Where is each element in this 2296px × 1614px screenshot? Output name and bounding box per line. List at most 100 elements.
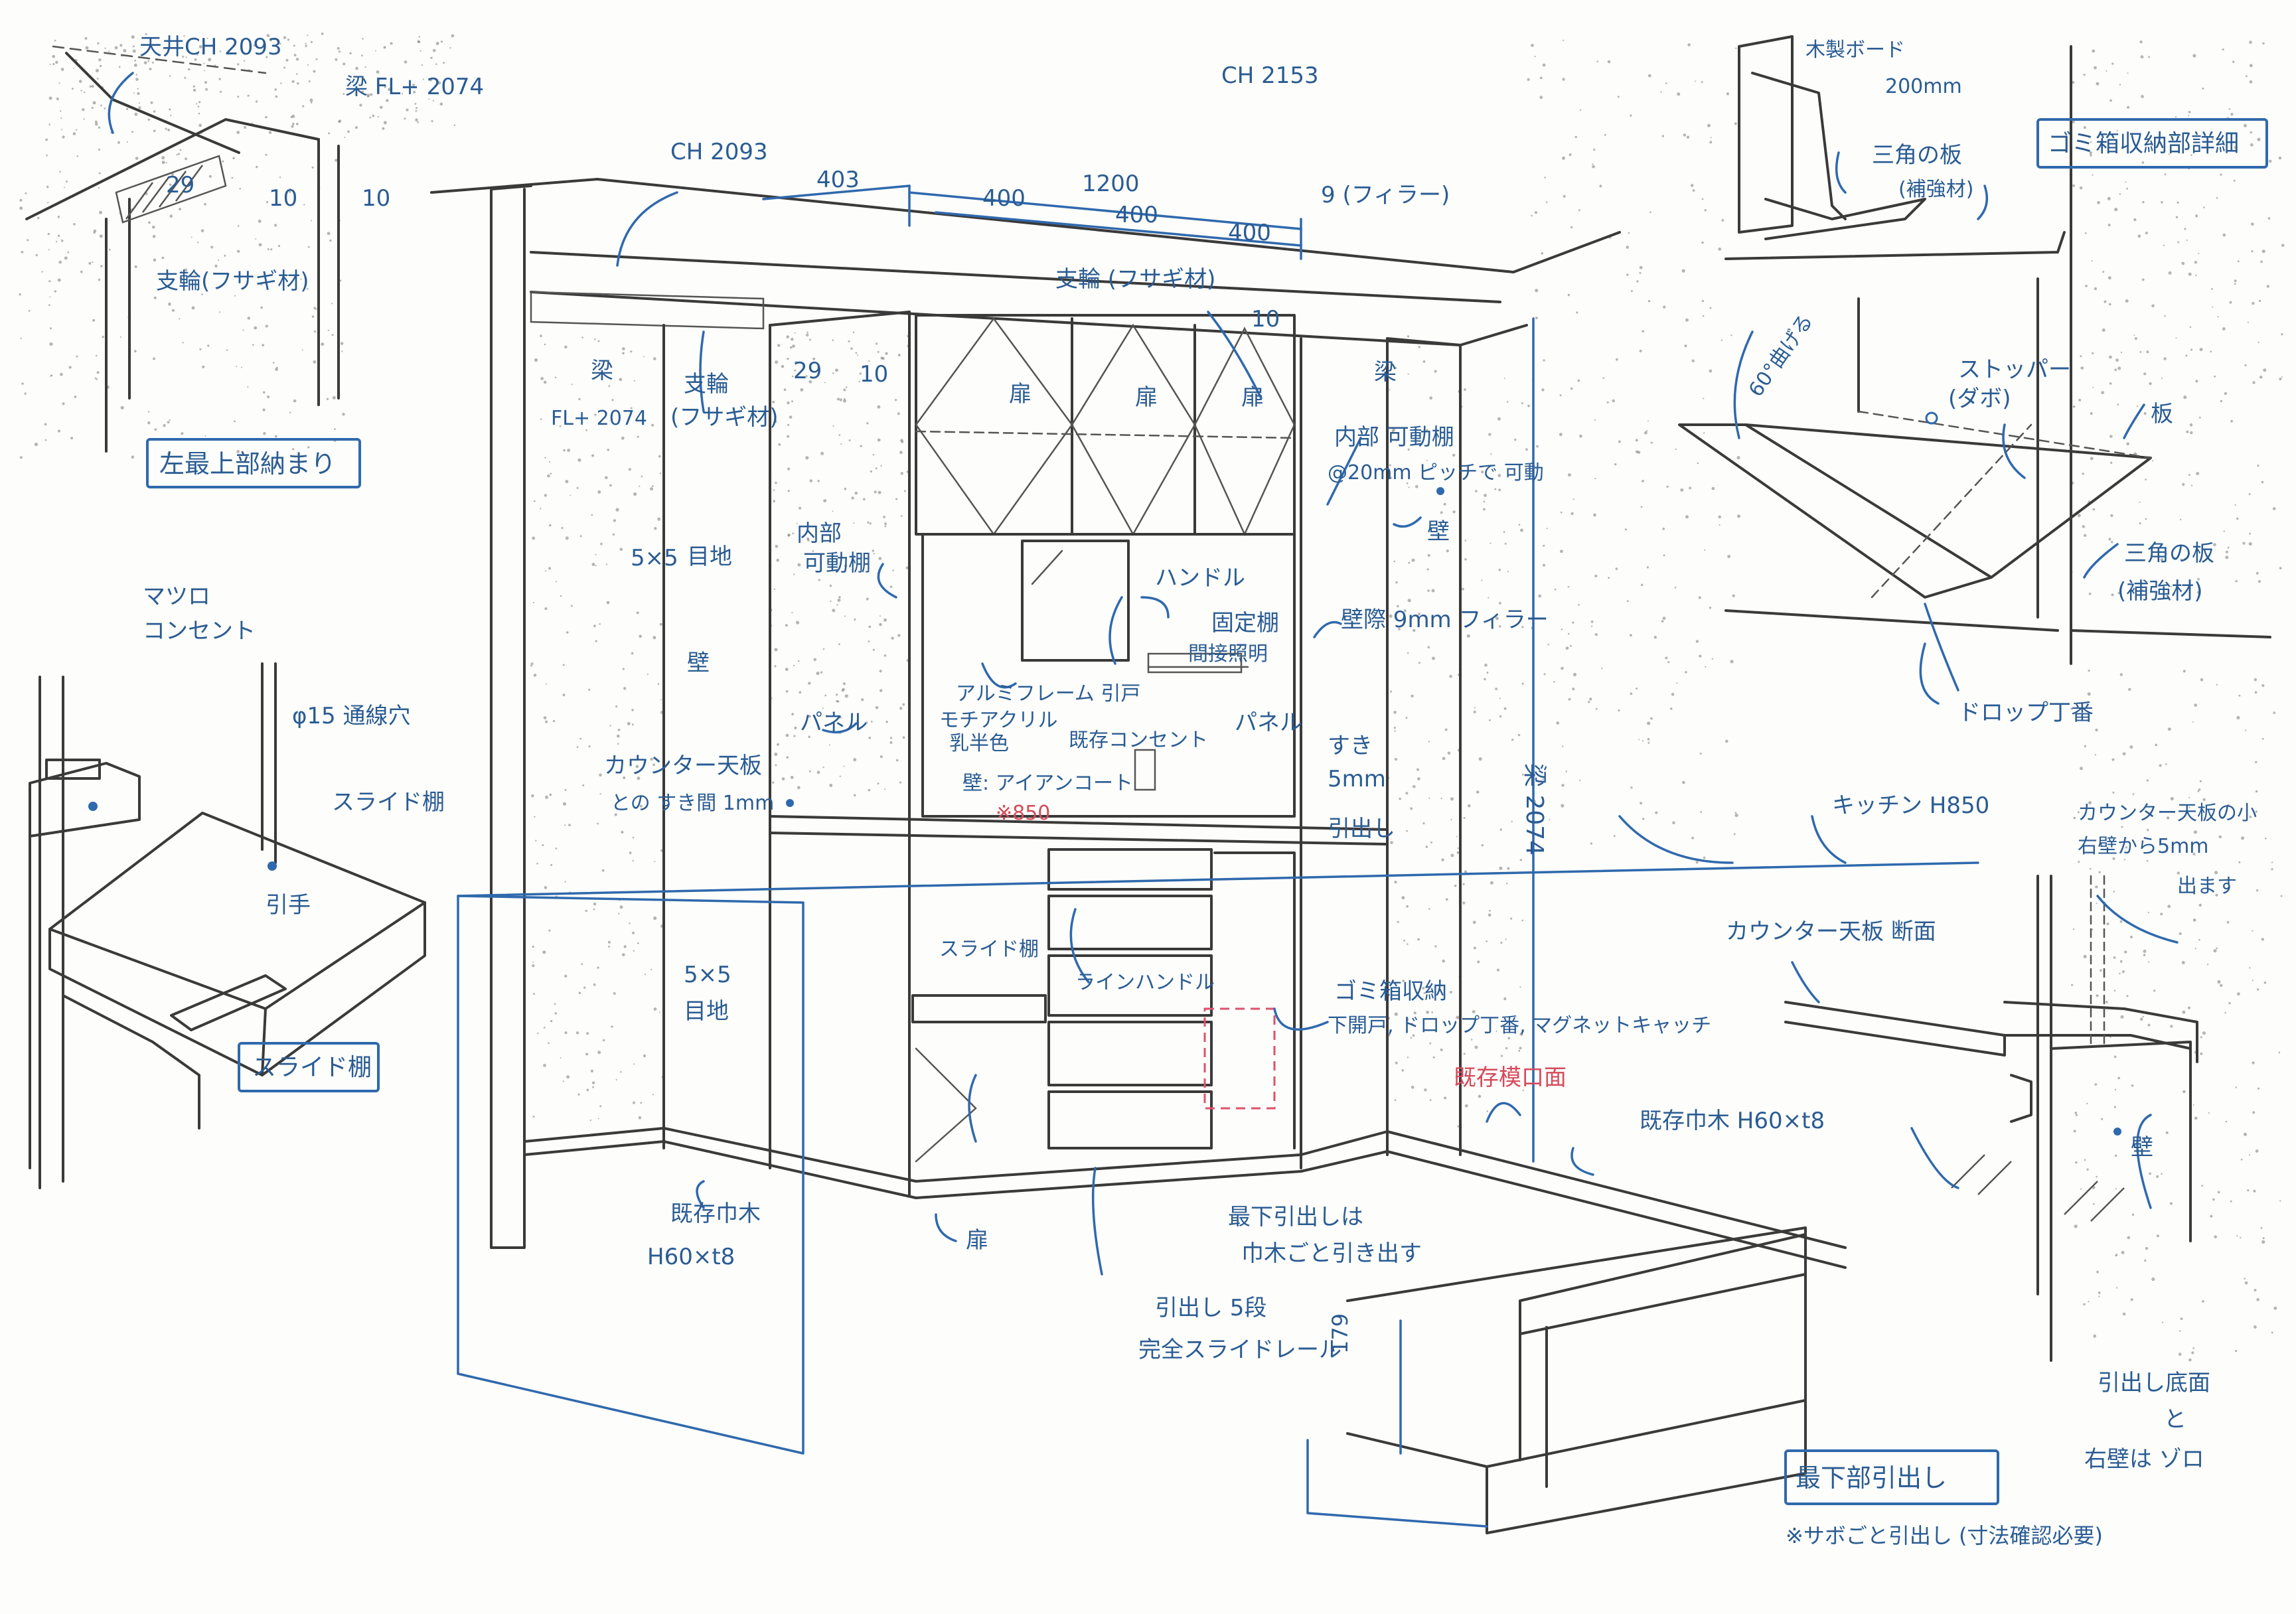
label-support-top: 支輪 (フサギ材) xyxy=(1055,266,1215,293)
caption-box-trash xyxy=(2036,118,2268,169)
label-drawer: 引出し xyxy=(1328,816,1395,842)
label-pull: 引手 xyxy=(266,892,311,918)
label-wall-detail: 壁 xyxy=(2131,1134,2153,1161)
label-beam-top-left: 梁 FL+ 2074 xyxy=(345,74,484,100)
label-wood-200-b: 200mm xyxy=(1885,75,1962,98)
label-5x5-low-1: 5×5 xyxy=(684,962,731,988)
label-dim-400-c: 400 xyxy=(1228,220,1271,246)
label-beam-right: 梁 xyxy=(1374,359,1397,386)
counter-section-detail xyxy=(1784,875,2198,1362)
label-wall-iron: 壁: アイアンコート xyxy=(962,772,1133,795)
label-red-850: ※850 xyxy=(996,802,1050,825)
label-movable-shelf-2: @20mm ピッチで 可動 xyxy=(1328,461,1544,484)
label-counter-gap-1: カウンター天板 xyxy=(604,753,762,779)
label-side-bottom-1: 引出し底面 xyxy=(2098,1370,2210,1396)
caption-slide: スライド棚 xyxy=(252,1054,372,1081)
label-ceiling-top-left: 天井CH 2093 xyxy=(139,34,282,60)
label-wall-right: 壁 xyxy=(1427,518,1450,545)
trash-detail xyxy=(1678,35,2271,665)
label-5x5-low-2: 目地 xyxy=(684,998,729,1025)
main-elevation xyxy=(430,178,1979,1455)
caption-trash-detail: ゴミ箱収納部詳細 xyxy=(2048,130,2239,157)
label-dim-10-c: 10 xyxy=(1251,306,1280,332)
label-triangle-top-2: (補強材) xyxy=(1898,178,1973,201)
label-bottom-drawer-1: 最下引出しは xyxy=(1228,1204,1363,1230)
caption-box-bottom-drawer xyxy=(1784,1449,1999,1505)
label-dim-400-b: 400 xyxy=(1115,202,1158,228)
label-side-bottom-2: と xyxy=(2164,1406,2186,1433)
label-dim-29-a: 29 xyxy=(166,172,194,198)
label-movable-shelf-1: 内部 可動棚 xyxy=(1334,424,1454,451)
label-support-mid-2: (フサギ材) xyxy=(670,404,779,431)
label-inner-shelf-2: 可動棚 xyxy=(803,550,871,577)
caption-bottom-drawer: 最下部引出し xyxy=(1796,1463,1947,1493)
label-skirting-left-2: H60×t8 xyxy=(647,1244,735,1270)
label-dim-29-b: 29 xyxy=(793,358,822,384)
label-dim-10-a: 10 xyxy=(269,185,297,212)
label-fixed-shelf: 固定棚 xyxy=(1211,610,1279,636)
label-stopper-1: ストッパー xyxy=(1958,356,2071,383)
label-panel-left: パネル xyxy=(800,709,868,736)
label-indirect-light: 間接照明 xyxy=(1188,642,1268,666)
label-dim-10-b: 10 xyxy=(362,185,390,212)
label-triangle-bottom-1: 三角の板 xyxy=(2124,540,2214,567)
label-alu-frame-2: モチアクリル xyxy=(939,709,1058,732)
label-alu-frame-1: アルミフレーム 引戸 xyxy=(956,682,1140,705)
label-plate: 板 xyxy=(2151,401,2173,427)
label-triangle-top-1: 三角の板 xyxy=(1872,142,1962,169)
label-dim-9-filler: 9 (フィラー) xyxy=(1321,182,1450,208)
label-alu-frame-3: 乳半色 xyxy=(949,732,1009,755)
leader-lines xyxy=(108,72,2179,1276)
label-support-mid-1: 支輪 xyxy=(684,371,729,398)
label-skirting-right: 既存巾木 H60×t8 xyxy=(1640,1108,1825,1134)
label-counter-gap-2: との すき間 1mm xyxy=(611,792,774,815)
label-cable-hole: φ15 通線穴 xyxy=(292,703,411,729)
label-drawers-5-1: 引出し 5段 xyxy=(1155,1295,1266,1321)
label-counter-edge-1: カウンター天板の小 xyxy=(2078,802,2257,825)
label-gap-5mm-2: 5mm xyxy=(1328,766,1386,792)
label-dim-400-a: 400 xyxy=(982,185,1026,212)
label-panel-right: パネル xyxy=(1235,709,1302,736)
label-wall-gap: 壁際 9mm フィラー xyxy=(1341,607,1549,633)
label-angle-60: 60°曲げる xyxy=(1744,310,1818,401)
label-bottom-drawer-2: 巾木ごと引き出す xyxy=(1241,1240,1422,1267)
label-door-2: 扉 xyxy=(1135,384,1158,411)
label-5x5-top-1: 5×5 xyxy=(631,545,678,571)
label-height-179: 179 xyxy=(1328,1313,1353,1354)
label-height-2074: 梁 2074 xyxy=(1521,763,1548,855)
label-outlet-mid: 既存コンセント xyxy=(1069,729,1208,752)
label-door-bottom: 扉 xyxy=(966,1227,988,1254)
label-slide-shelf-mid: スライド棚 xyxy=(939,938,1039,961)
label-skirting-left-1: 既存巾木 xyxy=(670,1201,761,1227)
caption-top-left: 左最上部納まり xyxy=(159,449,336,478)
label-door-1: 扉 xyxy=(1009,381,1032,407)
label-dim-1200: 1200 xyxy=(1082,171,1140,197)
label-counter-edge-3: 出ます xyxy=(2177,875,2237,898)
label-existing-outlet-red: 既存模口面 xyxy=(1454,1064,1567,1091)
label-note-bottom: ※サボごと引出し (寸法確認必要) xyxy=(1786,1523,2103,1548)
bottom-drawer-detail xyxy=(1306,1226,1999,1534)
label-support-top-left: 支輪(フサギ材) xyxy=(156,268,309,295)
label-outlet-1: マツロ xyxy=(143,583,210,610)
label-kitchen-h850: キッチン H850 xyxy=(1832,792,1989,819)
label-counter-section: カウンター天板 断面 xyxy=(1726,918,1936,945)
label-trash-1: ゴミ箱収納 xyxy=(1334,978,1447,1005)
label-drawers-5-2: 完全スライドレール xyxy=(1138,1337,1341,1363)
label-drop-hinge: ドロップ丁番 xyxy=(1958,699,2094,726)
label-line-handle: ラインハンドル xyxy=(1075,971,1215,994)
label-beam-main: 梁 xyxy=(591,358,613,384)
caption-box-slide xyxy=(238,1042,380,1092)
label-ch-2153: CH 2153 xyxy=(1221,62,1319,89)
label-beam-fl: FL+ 2074 xyxy=(551,407,647,430)
slide-shelf-detail xyxy=(29,662,426,1189)
label-gap-5mm-1: すき xyxy=(1328,733,1373,759)
annotation-labels: 天井CH 2093 梁 FL+ 2074 29 10 10 支輪(フサギ材) 左… xyxy=(139,34,2257,1548)
label-ch-2093: CH 2093 xyxy=(670,139,768,165)
label-slide-shelf: スライド棚 xyxy=(332,789,445,816)
label-trash-2: 下開戸, ドロップ丁番, マグネットキャッチ xyxy=(1328,1014,1711,1037)
caption-box-left-top xyxy=(146,438,361,488)
label-wall-left: 壁 xyxy=(687,650,710,676)
label-counter-edge-2: 右壁から5mm xyxy=(2078,835,2209,858)
label-stopper-2: (ダボ) xyxy=(1948,386,2011,412)
